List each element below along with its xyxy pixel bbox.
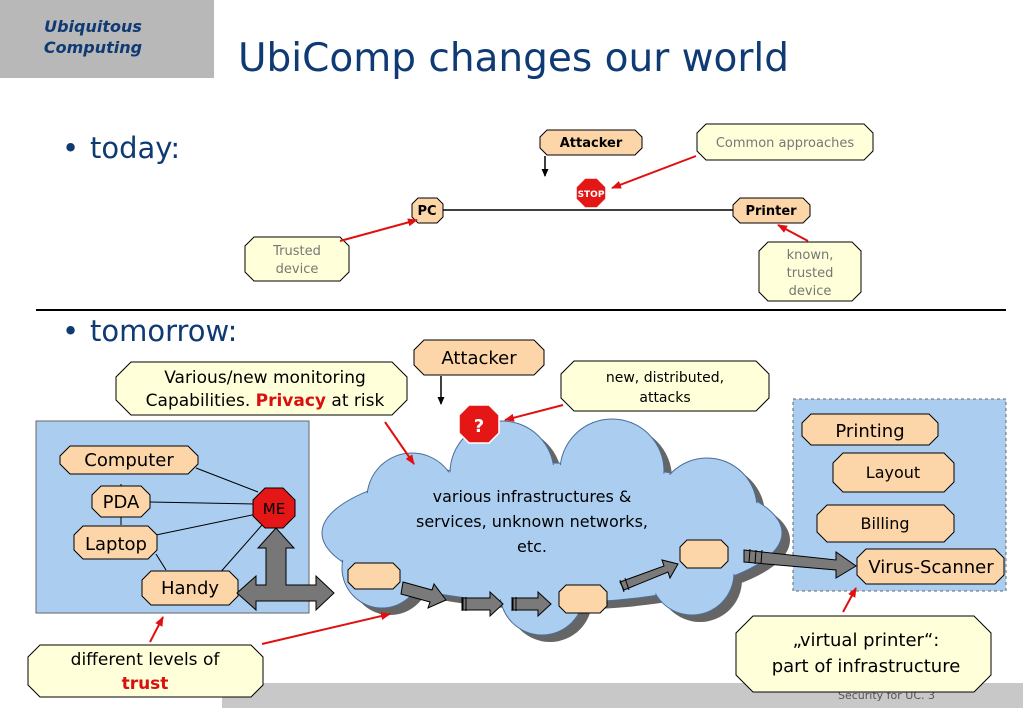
tomorrow-attacker-node: Attacker (413, 339, 545, 376)
attacks-callout-line1: new, distributed, (606, 370, 724, 386)
cloud-node (558, 584, 608, 614)
trust-callout-arrow-devices (149, 616, 164, 643)
service-billing-node: Billing (816, 504, 955, 543)
section-label-line2: Computing (43, 38, 143, 57)
today-pc-label: PC (417, 204, 436, 219)
cloud-text-line3: etc. (517, 537, 547, 556)
section-label-background (0, 0, 214, 78)
device-pda-label: PDA (103, 492, 140, 513)
today-common-approaches-arrow (611, 155, 697, 189)
today-trusted-device-arrow (339, 218, 418, 242)
device-laptop-node: Laptop (73, 525, 158, 560)
attacks-callout-arrow (504, 404, 564, 422)
device-laptop-label: Laptop (85, 534, 147, 555)
bullet-today: • today: (62, 131, 180, 165)
service-billing-label: Billing (860, 514, 909, 533)
service-printing-label: Printing (835, 421, 904, 442)
three-way-arrow-icon (236, 527, 335, 612)
bullet-tomorrow: • tomorrow: (62, 314, 237, 348)
virtual-printer-line1: „virtual printer“: (793, 630, 940, 651)
section-divider (36, 309, 1006, 311)
tomorrow-attacker-label: Attacker (441, 348, 517, 369)
trust-callout-line1: different levels of (71, 650, 221, 670)
device-pda-node: PDA (91, 485, 151, 518)
today-common-approaches-label: Common approaches (716, 136, 855, 151)
bullet-marker: • (62, 131, 80, 165)
service-layout-label: Layout (866, 463, 920, 482)
virtual-printer-arrow (842, 587, 857, 613)
device-computer-node: Computer (59, 445, 199, 475)
question-mark-label: ? (474, 416, 484, 437)
today-known-trusted-arrow (777, 224, 809, 242)
cloud-text-line1: various infrastructures & (433, 487, 632, 506)
today-pc-node: PC (411, 197, 444, 224)
today-attacker-node: Attacker (539, 129, 643, 156)
monitoring-callout-line2-prefix: Capabilities. (146, 391, 256, 411)
attacks-callout-line2: attacks (639, 390, 690, 406)
today-known-trusted-line3: device (789, 284, 832, 299)
slide-title: UbiComp changes our world (238, 36, 790, 81)
cloud-text-line2: services, unknown networks, (416, 512, 648, 531)
today-known-trusted-device-callout: known, trusted device (758, 241, 862, 302)
today-printer-node: Printer (732, 197, 811, 224)
service-virus-scanner-label: Virus-Scanner (868, 557, 994, 578)
monitoring-callout-arrow (384, 421, 415, 465)
virtual-printer-line2: part of infrastructure (772, 656, 961, 677)
me-node-label: ME (263, 500, 285, 518)
bullet-marker: • (62, 314, 80, 348)
attacks-callout: new, distributed, attacks (560, 360, 770, 412)
question-mark-icon: ? (458, 404, 500, 444)
virtual-printer-callout: „virtual printer“: part of infrastructur… (735, 615, 992, 693)
today-trusted-device-callout: Trusted device (244, 236, 350, 282)
trust-callout-trust: trust (122, 674, 169, 694)
today-known-trusted-line1: known, (787, 248, 834, 263)
device-handy-node: Handy (141, 570, 239, 606)
stop-sign-label: STOP (578, 190, 605, 200)
monitoring-callout-line2: Capabilities. Privacy at risk (146, 391, 385, 411)
today-printer-label: Printer (745, 204, 797, 219)
me-node-icon: ME (252, 487, 296, 529)
today-attacker-label: Attacker (560, 136, 623, 151)
today-trusted-device-line2: device (276, 262, 319, 277)
cloud-flow-arrows (400, 549, 857, 618)
device-connection-lines (120, 467, 263, 576)
section-label: Ubiquitous Computing (0, 16, 186, 58)
service-printing-node: Printing (801, 413, 939, 446)
monitoring-callout-privacy: Privacy (256, 391, 326, 411)
cloud-node (679, 539, 729, 569)
today-common-approaches-callout: Common approaches (696, 123, 874, 161)
monitoring-callout-line1: Various/new monitoring (164, 368, 366, 388)
today-known-trusted-line2: trusted (787, 266, 834, 281)
service-layout-node: Layout (832, 452, 955, 493)
bullet-tomorrow-label: tomorrow: (90, 314, 238, 348)
trust-callout-arrow-cloud (261, 612, 391, 645)
device-computer-label: Computer (84, 450, 174, 471)
monitoring-callout: Various/new monitoring Capabilities. Pri… (115, 361, 408, 416)
bullet-today-label: today: (90, 131, 181, 165)
cloud-flow-arrow-tails (461, 548, 763, 611)
device-handy-label: Handy (161, 578, 219, 599)
trust-callout: different levels of trust (27, 644, 264, 698)
cloud-node (347, 562, 401, 590)
service-virus-scanner-node: Virus-Scanner (856, 548, 1005, 585)
stop-sign-icon: STOP (575, 177, 607, 209)
today-trusted-device-line1: Trusted (272, 244, 321, 259)
section-label-line1: Ubiquitous (44, 17, 142, 36)
monitoring-callout-line2-suffix: at risk (326, 391, 384, 411)
